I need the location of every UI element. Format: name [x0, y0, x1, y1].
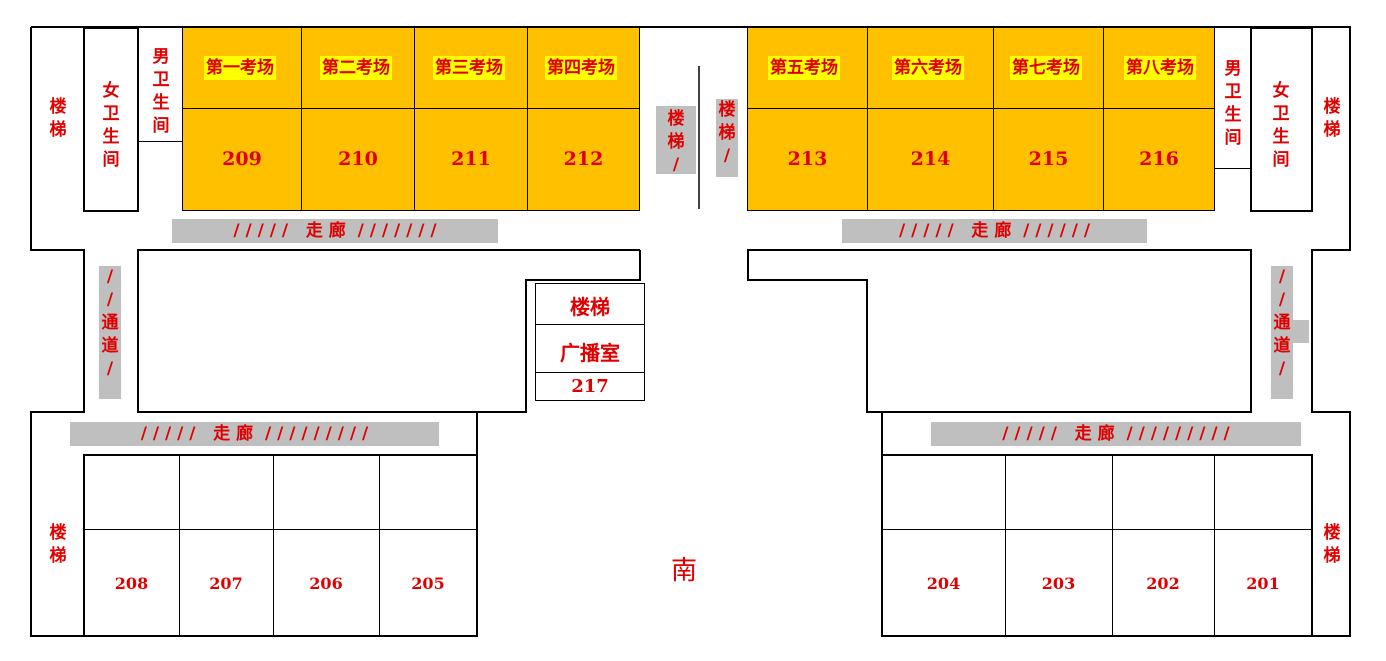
exam-room-3 — [414, 27, 528, 211]
exam-room-2 — [301, 27, 415, 211]
room-number-211: 211 — [451, 148, 491, 170]
exam-room-4-label: 第四考场 — [545, 56, 617, 80]
passage-right: / / 通 道 / — [1271, 266, 1293, 399]
exam-room-1-label: 第一考场 — [204, 56, 276, 80]
exam-room-3-label: 第三考场 — [433, 56, 505, 80]
room-number-207: 207 — [209, 574, 243, 593]
stairs-top-left: 楼 梯 — [49, 97, 67, 140]
corridor-bottom-right: / / / / / 走 廊 / / / / / / / / / — [931, 422, 1301, 446]
male-restroom-left — [139, 27, 182, 142]
room-number-209: 209 — [222, 148, 262, 170]
corridor-top-right: / / / / / 走 廊 / / / / / / — [842, 219, 1147, 243]
south-direction-label: 南 — [671, 556, 698, 586]
room-number-217: 217 — [571, 376, 609, 397]
room-number-208: 208 — [114, 574, 149, 593]
room-number-210: 210 — [338, 148, 378, 170]
exam-room-4 — [527, 27, 640, 211]
exam-room-6-label: 第六考场 — [892, 56, 964, 80]
room-number-203: 203 — [1041, 574, 1076, 593]
stairs-center-right: 楼 梯 / — [716, 99, 738, 177]
exam-room-8 — [1103, 27, 1215, 211]
male-restroom-right-label: 男 卫 生 间 — [1224, 59, 1242, 148]
female-restroom-left — [83, 27, 139, 212]
exam-room-7 — [993, 27, 1104, 211]
male-restroom-right — [1215, 27, 1251, 169]
room-number-205: 205 — [411, 574, 445, 593]
center-stairs-label: 楼梯 — [570, 295, 610, 319]
room-number-201: 201 — [1246, 574, 1280, 593]
broadcast-room-label: 广播室 — [560, 341, 620, 365]
stairs-top-right: 楼 梯 — [1323, 97, 1341, 140]
room-number-212: 212 — [563, 148, 604, 170]
exam-room-5 — [747, 27, 868, 211]
room-number-214: 214 — [910, 148, 951, 170]
stairs-bottom-left: 楼 梯 — [49, 523, 67, 566]
exam-room-1 — [182, 27, 302, 211]
broadcast-room — [535, 324, 645, 401]
exam-room-8-label: 第八考场 — [1124, 56, 1196, 80]
corridor-top-left: / / / / / 走 廊 / / / / / / / — [172, 219, 498, 243]
stairs-bottom-right: 楼 梯 — [1323, 523, 1341, 566]
room-number-202: 202 — [1146, 574, 1180, 593]
room-number-213: 213 — [787, 148, 828, 170]
corridor-bottom-left: / / / / / 走 廊 / / / / / / / / / — [70, 422, 439, 446]
bottom-right-rooms-block — [881, 454, 1313, 637]
stairs-center-left: 楼 梯 / — [656, 106, 696, 175]
exam-room-7-label: 第七考场 — [1010, 56, 1082, 80]
exam-room-5-label: 第五考场 — [768, 56, 840, 80]
room-number-206: 206 — [309, 574, 343, 593]
female-restroom-right-label: 女 卫 生 间 — [1272, 81, 1290, 170]
female-restroom-right — [1250, 27, 1313, 212]
room-number-215: 215 — [1028, 148, 1069, 170]
male-restroom-left-label: 男 卫 生 间 — [152, 47, 170, 136]
room-number-204: 204 — [926, 574, 961, 593]
bottom-left-rooms-block — [83, 454, 478, 637]
room-number-216: 216 — [1139, 148, 1179, 170]
female-restroom-left-label: 女 卫 生 间 — [102, 81, 120, 170]
exam-room-6 — [867, 27, 994, 211]
passage-left: / / 通 道 / — [99, 266, 121, 399]
exam-room-2-label: 第二考场 — [320, 56, 392, 80]
